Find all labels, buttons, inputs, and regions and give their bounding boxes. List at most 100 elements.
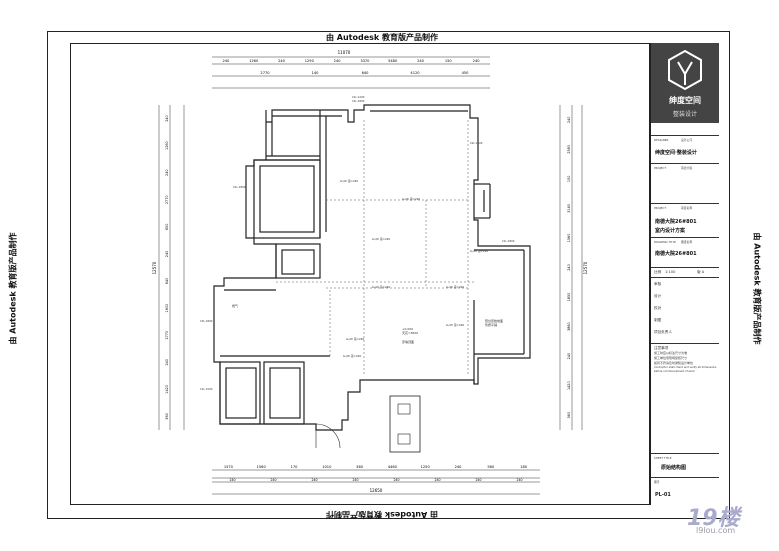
dim-label: 1420: [165, 385, 169, 394]
scale-row: 比例 1:100 版 A: [651, 267, 719, 277]
dim-label: 1420: [567, 381, 571, 390]
window-label: C3L:1800: [200, 319, 213, 323]
dim-label: 170: [291, 465, 299, 469]
dim-label: 1010: [322, 465, 332, 469]
drawing-row: DRAWING TITLE 图纸名称 南德大院26#801: [651, 237, 719, 265]
dim-label: 360: [356, 465, 364, 469]
dim-label: 1560: [257, 465, 267, 469]
dim-label: 650: [165, 224, 169, 230]
window-label: C2L:1500: [470, 141, 483, 145]
drawing-sheet-border: [47, 31, 730, 519]
gas-label: 燃气: [232, 303, 238, 308]
dim-label: 240: [567, 353, 571, 359]
dim-label: 150: [445, 59, 453, 63]
dim-label: 240: [473, 59, 481, 63]
dim-label: 4460: [388, 465, 398, 469]
notes-row: 注意事项 施工时应以标注尺寸为准 施工单位须现场复核尺寸 如有不符请及时通知设计…: [651, 343, 719, 373]
dimension-lines-right: [559, 105, 583, 430]
room-dimension-label: LL/W 第=240: [372, 237, 390, 241]
dim-label: 2770: [165, 195, 169, 204]
dim-label: 240: [434, 478, 440, 482]
dim-label: 240: [278, 59, 286, 63]
dim-label: 240: [165, 115, 169, 121]
brand-name: 绅度空间: [669, 96, 701, 105]
dim-label: 240: [417, 59, 425, 63]
room-dimension-label: LL/W 第=240: [402, 197, 420, 201]
dim-label: 3860: [567, 322, 571, 331]
dim-label: 240: [567, 117, 571, 123]
brand-subtitle: 整装设计: [672, 111, 697, 118]
dim-label: 560: [487, 465, 495, 469]
dim-label: 640: [362, 71, 370, 75]
dim-label: 140: [312, 71, 320, 75]
center-note: 原墙顶面: [402, 339, 414, 344]
site-watermark-logo: 19楼 l9lou.com: [687, 506, 740, 535]
dim-label: 240: [455, 465, 463, 469]
dim-label: 240: [516, 478, 522, 482]
project-row: PROJECT 项目名称 南德大院26#801 室内设计方案: [651, 203, 719, 243]
dim-label: 1600: [165, 304, 169, 313]
brand-logo-panel: 绅度空间 整装设计: [651, 43, 719, 123]
room-dimension-label: LL/W 第=240: [343, 354, 361, 358]
dim-label: 240: [352, 478, 358, 482]
dim-label: 1850: [567, 293, 571, 302]
dim-top-total: 11070: [338, 50, 351, 55]
dim-label: 1290: [305, 59, 315, 63]
dim-label: 180: [520, 465, 528, 469]
brand-logo-icon: [668, 49, 702, 91]
dim-label: 240: [270, 478, 276, 482]
window-labels: C1L:1200C1L:1800C2L:1500C1L:1800C3L:1800…: [200, 95, 515, 391]
dim-label: 2770: [260, 71, 270, 75]
sheet-no-row: 图号 PL-01: [651, 477, 719, 505]
room-dimension-label: LL/W 第=240: [470, 249, 488, 253]
dim-label: 3370: [360, 59, 370, 63]
sheet-number: PL-01: [655, 492, 671, 498]
window-label: C1L:1800: [502, 239, 515, 243]
room-dimension-label: LL/W 第=240: [446, 285, 464, 289]
dim-label: 360: [567, 412, 571, 418]
dimension-lines-left: [158, 105, 185, 430]
dim-label: 240: [165, 359, 169, 365]
room-dimension-label: LL/W 第=240: [340, 179, 358, 183]
door-swing: [315, 423, 341, 449]
dim-label: 240: [567, 264, 571, 270]
dim-bottom-total: 12650: [370, 488, 383, 493]
dim-label: 1260: [249, 59, 259, 63]
window-label: C1L:1500: [200, 387, 213, 391]
dim-left-total: 12570: [152, 261, 157, 274]
title-block: 绅度空间 整装设计 DESIGNER 设计公司 绅度空间·整装设计 PROJEC…: [650, 43, 719, 505]
dim-label: 240: [334, 59, 342, 63]
dim-label: 2580: [567, 145, 571, 154]
project-name: 南德大院26#801: [655, 219, 697, 225]
dim-label: 4120: [410, 71, 420, 75]
window-label: C1L:1800: [352, 99, 365, 103]
dim-label: 240: [165, 251, 169, 257]
dim-label: 5480: [388, 59, 398, 63]
drawing-frame: [70, 43, 650, 505]
sheet-title-row: SHEET TITLE 原始结构图: [651, 453, 719, 477]
room-dimension-label: LL/W 第=240: [346, 337, 364, 341]
dim-label: 2770: [165, 331, 169, 340]
dim-right-total: 12570: [583, 261, 588, 274]
beam-lines: [276, 120, 474, 376]
window-label: C1L:1800: [233, 185, 246, 189]
drawing-name: 南德大院26#801: [655, 251, 697, 257]
dim-label: 640: [165, 278, 169, 284]
designer-row: DESIGNER 设计公司 绅度空间·整装设计: [651, 135, 719, 163]
dim-label: 240: [229, 478, 235, 482]
dim-label: 360: [165, 413, 169, 419]
meta-rows: 审核 设计 校对 制图 项目负责人: [651, 277, 719, 343]
dim-label: 1570: [224, 465, 234, 469]
watermark-top: 由 Autodesk 教育版产品制作: [326, 33, 439, 42]
dim-label: 240: [165, 169, 169, 175]
room-dimension-label: LL/W 第=240: [372, 285, 390, 289]
dim-label: 240: [475, 478, 481, 482]
